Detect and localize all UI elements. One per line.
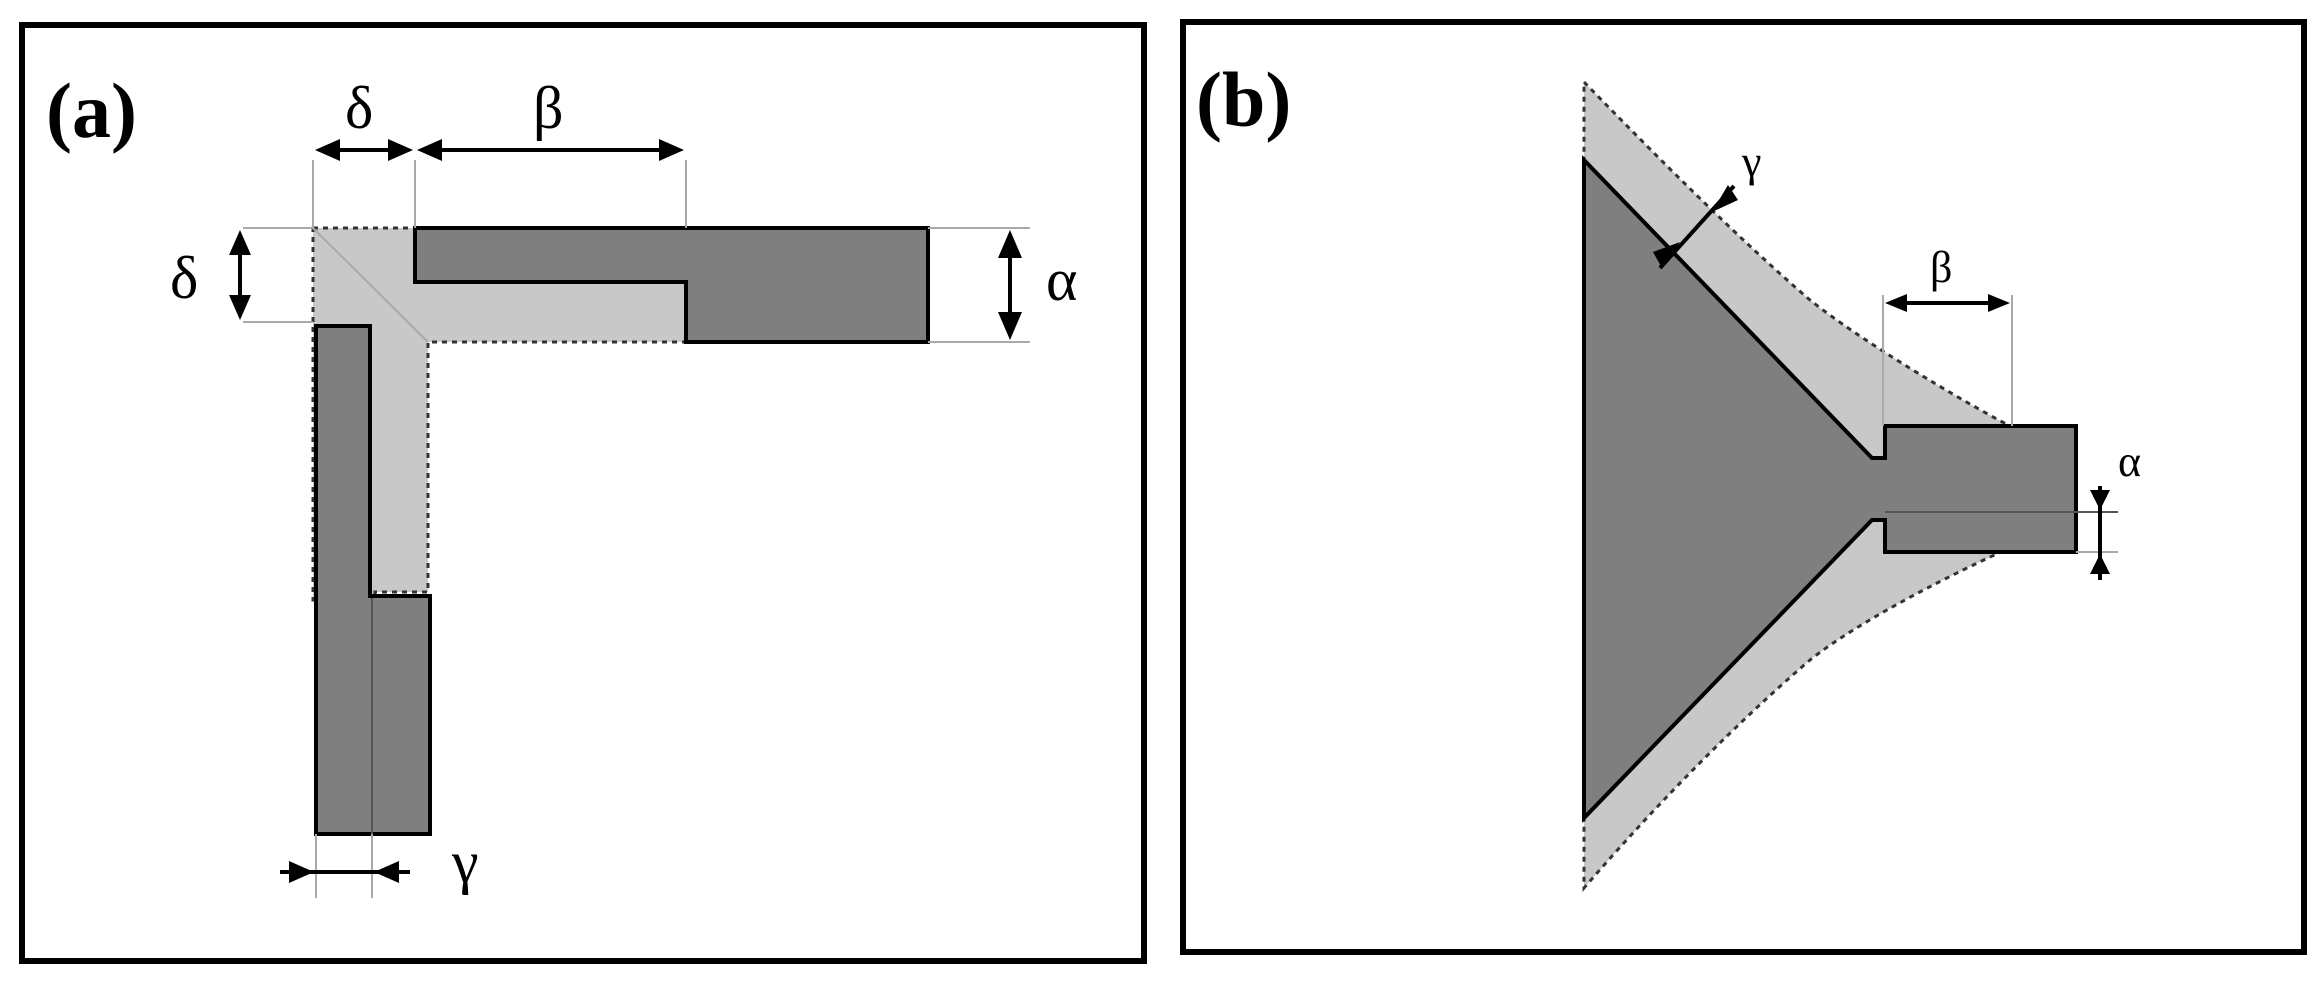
panel-b-label: (b) [1196,56,1291,143]
panel-b-beta-label: β [1930,243,1952,292]
panel-a-delta-top-arrow [315,139,413,161]
panel-a-gamma-arrow [280,861,410,883]
panel-a-delta-left-arrow [229,230,251,320]
panel-b-beta-arrow [1885,294,2010,312]
panel-a-label: (a) [46,67,137,154]
panel-a-frame [19,22,1147,964]
panel-b: (b) γ β α [1180,19,2307,955]
panel-a-alpha-label: α [1046,247,1077,313]
panel-b-alpha-label: α [2118,437,2141,486]
panel-a-delta-left-label: δ [170,245,198,311]
panel-a-corner-diagonal [312,227,429,343]
panel-b-gamma-label: γ [1741,137,1761,186]
panel-a-alpha-arrow [998,230,1022,340]
panel-a: (a) δ β [19,22,1147,964]
panel-b-alpha-arrow [2090,486,2110,580]
panel-a-delta-top-label: δ [345,75,373,141]
panel-a-beta-label: β [533,75,564,141]
panel-a-beta-arrow [417,139,684,161]
panel-a-gamma-label: γ [451,829,479,895]
panel-b-gamma-arrow [1653,184,1738,270]
